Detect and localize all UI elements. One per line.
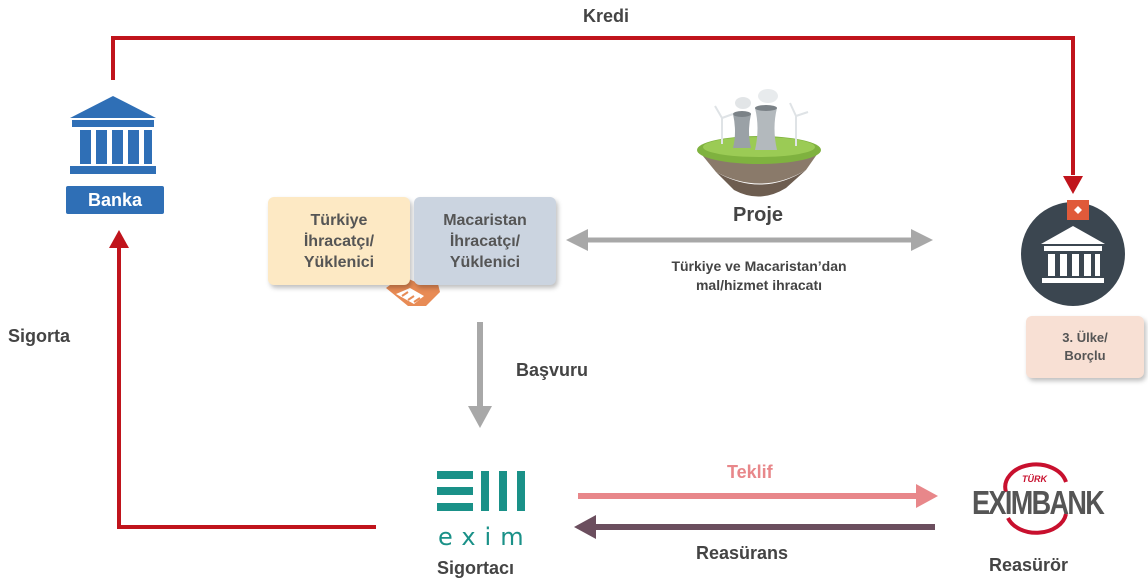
- credit-line: [111, 36, 1075, 175]
- eximbank-logo-text: EXIMBANK: [972, 484, 1105, 521]
- reinsurer-label: Reasürör: [989, 555, 1069, 575]
- application-label: Başvuru: [516, 360, 589, 380]
- export-arrow-left-head: [566, 229, 588, 251]
- offer-arrowhead: [916, 484, 938, 508]
- bank-label: Banka: [66, 186, 164, 214]
- turkey-exporter-card: Türkiye İhracatçı/ Yüklenici: [268, 197, 410, 285]
- export-arrow-right-head: [911, 229, 933, 251]
- exim-logo-text: exim: [438, 523, 533, 551]
- project-exports-line-1: Türkiye ve Macaristan’dan: [671, 258, 847, 274]
- hungary-exporter-card: Macaristan İhracatçı/ Yüklenici: [414, 197, 556, 285]
- project-exports-label: Türkiye ve Macaristan’dan mal/hizmet ihr…: [628, 257, 890, 295]
- exim-logo: [437, 471, 525, 511]
- reinsurance-label: Reasürans: [696, 543, 789, 563]
- credit-label: Kredi: [583, 6, 630, 26]
- insurance-arrowhead: [109, 230, 129, 248]
- turkey-exporter-line-1: Türkiye: [310, 211, 368, 229]
- eximbank-logo: [1003, 462, 1068, 535]
- offer-label: Teklif: [727, 462, 773, 482]
- insurer-label: Sigortacı: [437, 558, 515, 578]
- hungary-exporter-line-3: Yüklenici: [449, 253, 521, 271]
- credit-arrowhead: [1063, 176, 1083, 194]
- debtor-card: 3. Ülke/ Borçlu: [1026, 316, 1144, 378]
- turkey-exporter-line-2: İhracatçı/: [303, 232, 375, 250]
- eximbank-logo-small-text: TÜRK: [1020, 474, 1049, 484]
- debtor-line-1: 3. Ülke/: [1062, 330, 1108, 345]
- insurance-label: Sigorta: [8, 326, 71, 346]
- insurance-line: [117, 248, 376, 529]
- project-label: Proje: [733, 204, 784, 226]
- project-exports-line-2: mal/hizmet ihracatı: [695, 277, 823, 293]
- power-plant-icon: [697, 89, 821, 197]
- debtor-bank-icon: [1021, 202, 1125, 306]
- bank-icon: [70, 96, 156, 174]
- application-arrowhead: [468, 406, 492, 428]
- turkey-exporter-line-3: Yüklenici: [303, 253, 375, 271]
- hungary-exporter-line-1: Macaristan: [443, 211, 527, 229]
- reinsurance-arrowhead: [574, 515, 596, 539]
- flag-icon: [1067, 200, 1089, 220]
- hungary-exporter-line-2: İhracatçı/: [449, 232, 521, 250]
- debtor-line-2: Borçlu: [1064, 348, 1106, 363]
